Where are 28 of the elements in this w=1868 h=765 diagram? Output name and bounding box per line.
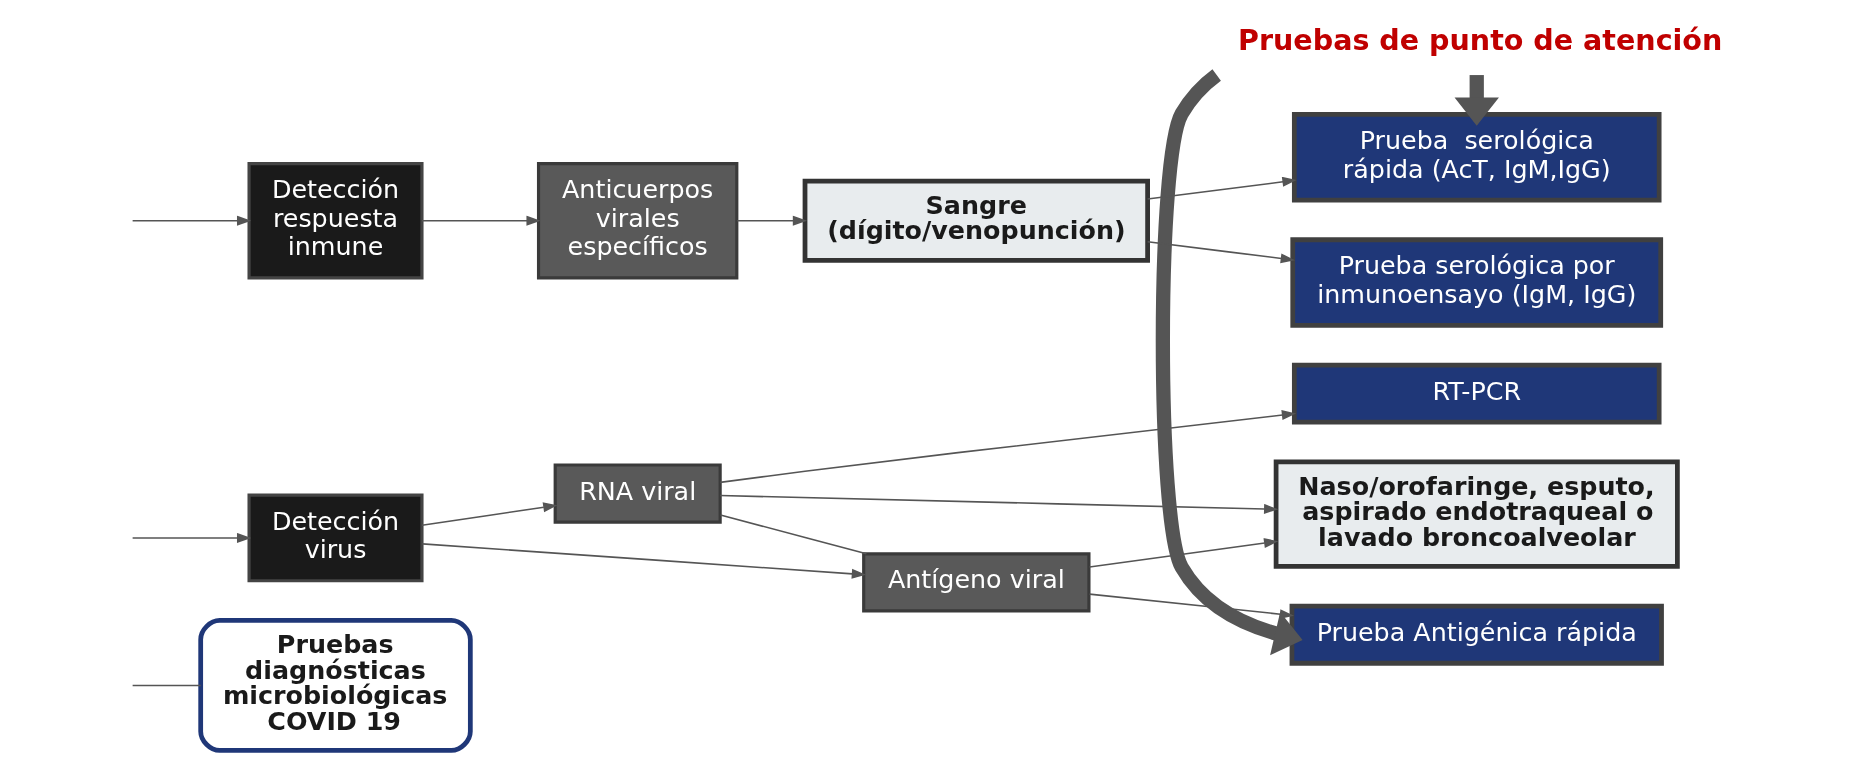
arrow — [420, 215, 541, 226]
node-box: Detección respuesta inmune — [247, 162, 424, 280]
arrow — [420, 502, 557, 527]
node-box: Prueba serológica rápida (AcT, IgM,IgG) — [1291, 112, 1662, 203]
node-box: Anticuerpos virales específicos — [536, 162, 738, 280]
arrow — [1454, 75, 1499, 126]
node-box: Sangre (dígito/venopunción) — [802, 178, 1150, 263]
node-box: Prueba serológica por inmunoensayo (IgM, IgG) — [1289, 237, 1663, 328]
arrow — [421, 543, 866, 579]
arrow — [718, 494, 1278, 514]
node-box: RNA viral — [553, 463, 722, 524]
arrow — [735, 215, 807, 226]
node-box: Antígeno viral — [861, 552, 1090, 613]
node-box: Naso/orofaringe, esputo, aspirado endotraqueal o lavado broncoalveolar — [1273, 459, 1680, 569]
node-box: Pruebas diagnósticas microbiológicas COVID 19 — [197, 618, 473, 753]
node-box: Prueba Antigénica rápida — [1289, 603, 1664, 666]
node-box: RT-PCR — [1291, 362, 1662, 425]
arrow — [1155, 69, 1303, 656]
arrow — [131, 532, 251, 543]
arrow — [1146, 176, 1297, 200]
arrow — [718, 410, 1296, 484]
node-box: Detección virus — [247, 493, 424, 583]
connector — [131, 684, 201, 687]
connector — [719, 514, 867, 555]
node-text: Pruebas de punto de atención — [1237, 23, 1722, 58]
arrow — [1146, 241, 1295, 264]
arrow — [131, 215, 251, 226]
arrow — [1088, 538, 1278, 568]
